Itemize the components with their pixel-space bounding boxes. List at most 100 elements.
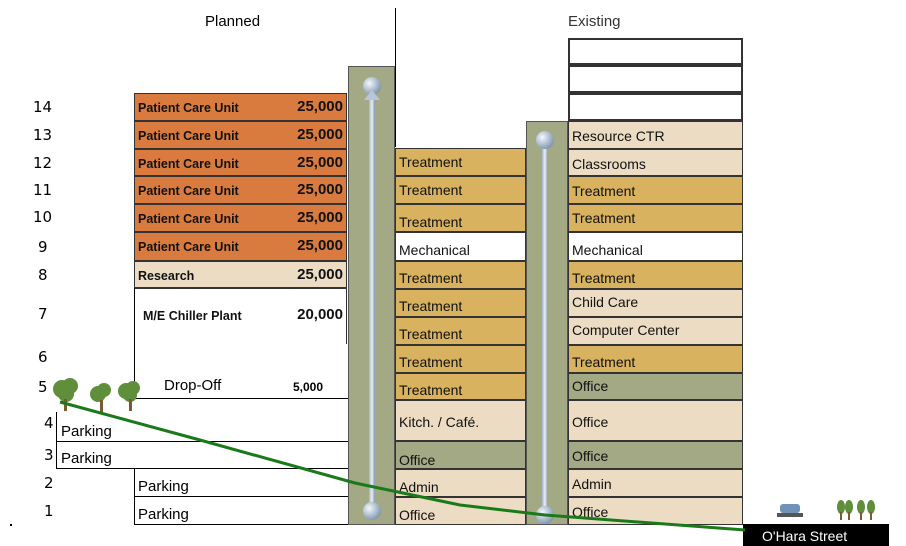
middle-block-7a: Treatment	[395, 289, 526, 317]
patient-care-unit-14: Patient Care Unit 25,000	[134, 93, 347, 121]
car-icon	[777, 504, 803, 517]
existing-block-6: Treatment	[568, 345, 743, 373]
unit-area: 25,000	[297, 126, 343, 143]
existing-block-2: Admin	[568, 469, 743, 497]
parking-label-2: Parking	[138, 478, 189, 495]
block-label: Treatment	[399, 182, 463, 198]
block-label: Office	[399, 452, 436, 468]
floor-label: 4	[44, 414, 54, 432]
floor-label: 3	[44, 446, 54, 464]
elevator-node	[536, 131, 554, 149]
block-label: Treatment	[399, 154, 463, 170]
planned-header: Planned	[205, 13, 261, 30]
unit-label: Patient Care Unit	[138, 101, 239, 115]
block-label: Computer Center	[572, 322, 680, 338]
block-label: Treatment	[399, 270, 463, 286]
floor-label: 14	[33, 98, 53, 116]
patient-care-unit-9: Patient Care Unit 25,000	[134, 232, 347, 261]
middle-block-8: Treatment	[395, 261, 526, 289]
existing-header: Existing	[568, 13, 621, 30]
block-label: Office	[399, 507, 436, 523]
street-icons	[777, 500, 875, 520]
parking2-line	[134, 496, 348, 497]
block-label: Admin	[399, 479, 439, 495]
middle-block-11: Treatment	[395, 176, 526, 204]
unit-label: Patient Care Unit	[138, 129, 239, 143]
unit-label: Patient Care Unit	[138, 240, 239, 254]
unit-area: 25,000	[297, 181, 343, 198]
middle-block-4: Kitch. / Café.	[395, 400, 526, 441]
block-label: Treatment	[399, 214, 463, 230]
existing-empty-14	[568, 93, 743, 121]
elevator-shaft	[369, 86, 375, 513]
planned-outline	[134, 288, 135, 398]
block-label: Treatment	[399, 354, 463, 370]
block-label: Kitch. / Café.	[399, 414, 480, 430]
trees-icon	[837, 500, 875, 520]
parking1-line	[134, 524, 348, 525]
existing-block-5: Office	[568, 373, 743, 400]
block-label: Child Care	[572, 294, 639, 310]
block-label: Classrooms	[572, 156, 646, 172]
block-label: Treatment	[399, 298, 463, 314]
block-label: Office	[572, 414, 609, 430]
patient-care-unit-11: Patient Care Unit 25,000	[134, 176, 347, 204]
elevator-node	[363, 502, 381, 520]
existing-empty-16	[568, 38, 743, 65]
parking3-edge	[56, 442, 57, 469]
chiller-area: 20,000	[297, 306, 343, 323]
block-label: Treatment	[572, 210, 636, 226]
unit-area: 25,000	[297, 237, 343, 254]
unit-label: Patient Care Unit	[138, 157, 239, 171]
floor-label: 13	[33, 126, 53, 144]
elevator-shaft	[542, 140, 548, 516]
trees-icon	[53, 378, 140, 412]
floor-label: 12	[33, 154, 53, 172]
floor-label: 11	[33, 181, 53, 199]
middle-block-5: Treatment	[395, 373, 526, 400]
dropoff-label: Drop-Off	[164, 377, 222, 394]
floor-label: 8	[38, 266, 48, 284]
block-label: Office	[572, 448, 609, 464]
block-label: Office	[572, 504, 609, 520]
chiller-label: M/E Chiller Plant	[143, 309, 242, 323]
street-label: O'Hara Street	[762, 528, 848, 544]
existing-block-12: Classrooms	[568, 149, 743, 176]
dot-mark	[10, 524, 12, 526]
block-label: Mechanical	[572, 242, 643, 258]
middle-block-7b: Treatment	[395, 317, 526, 345]
parking-label-3: Parking	[61, 450, 112, 467]
existing-block-9: Mechanical	[568, 232, 743, 261]
existing-block-7b: Computer Center	[568, 317, 743, 345]
middle-block-12: Treatment	[395, 148, 526, 176]
block-label: Mechanical	[399, 242, 470, 258]
existing-block-10: Treatment	[568, 204, 743, 232]
middle-block-9: Mechanical	[395, 232, 526, 261]
research-area: 25,000	[297, 266, 343, 283]
floor-label: 10	[33, 208, 53, 226]
floor-label: 6	[38, 348, 48, 366]
floor-label: 9	[38, 238, 48, 256]
block-label: Treatment	[572, 183, 636, 199]
existing-block-13: Resource CTR	[568, 121, 743, 149]
existing-empty-15	[568, 65, 743, 93]
existing-block-4: Office	[568, 400, 743, 441]
parking4-edge	[56, 412, 57, 442]
parking-label-4: Parking	[61, 423, 112, 440]
block-label: Treatment	[572, 270, 636, 286]
unit-label: Patient Care Unit	[138, 184, 239, 198]
unit-label: Patient Care Unit	[138, 212, 239, 226]
unit-area: 25,000	[297, 98, 343, 115]
patient-care-unit-13: Patient Care Unit 25,000	[134, 121, 347, 149]
block-label: Treatment	[399, 382, 463, 398]
floor-label: 7	[38, 305, 48, 323]
floor-label: 2	[44, 474, 54, 492]
unit-area: 25,000	[297, 154, 343, 171]
divider-line	[395, 8, 396, 147]
existing-block-8: Treatment	[568, 261, 743, 289]
existing-block-7a: Child Care	[568, 289, 743, 317]
block-label: Treatment	[572, 354, 636, 370]
block-label: Admin	[572, 476, 612, 492]
